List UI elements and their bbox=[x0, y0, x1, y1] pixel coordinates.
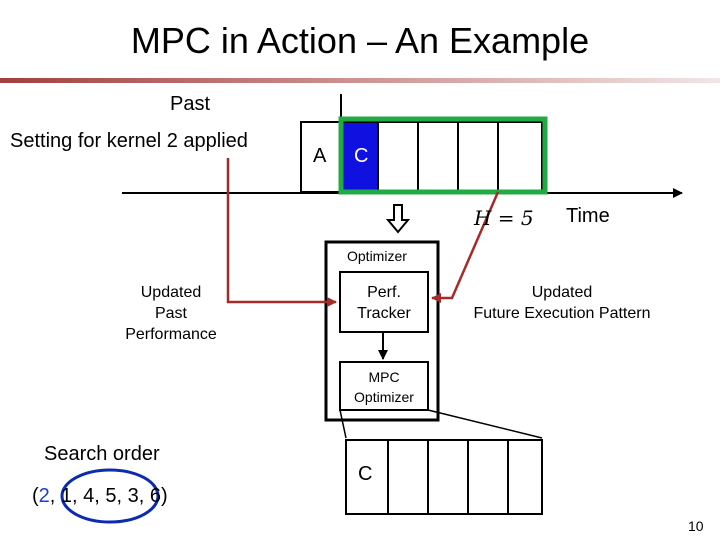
seq-sep: , bbox=[94, 485, 106, 507]
updated-future-label: Updated Future Execution Pattern bbox=[473, 284, 651, 322]
kernel-a-block bbox=[300, 121, 342, 193]
seq-item: 4 bbox=[83, 485, 95, 507]
seq-item: 6 bbox=[149, 485, 162, 507]
mpc-optimizer-label: MPC Optimizer bbox=[354, 369, 414, 405]
future-block bbox=[417, 121, 459, 193]
zoom-line-right bbox=[427, 409, 543, 439]
future-blocks bbox=[377, 121, 543, 193]
seq-item: 1 bbox=[60, 485, 73, 507]
seq-sep: , bbox=[116, 485, 128, 507]
updated-past-label: Updated Past Performance bbox=[125, 284, 217, 343]
mpc-optimizer-box bbox=[339, 361, 429, 411]
bottom-block bbox=[507, 439, 543, 515]
title-underline bbox=[0, 78, 720, 83]
page-number: 10 bbox=[688, 518, 704, 534]
seq-item: 2 bbox=[38, 485, 50, 507]
horizon-label: H = 5 bbox=[474, 206, 534, 230]
future-block bbox=[377, 121, 419, 193]
horizon-highlight bbox=[338, 116, 548, 195]
bottom-block bbox=[387, 439, 429, 515]
perf-tracker-box bbox=[339, 271, 429, 333]
zoom-line-left bbox=[339, 409, 347, 439]
bottom-block bbox=[467, 439, 509, 515]
future-block bbox=[457, 121, 499, 193]
hollow-down-arrow bbox=[385, 204, 411, 234]
future-block bbox=[497, 121, 543, 193]
seq-sep: , bbox=[138, 485, 150, 507]
kernel-c-label: C bbox=[354, 145, 369, 167]
past-label: Past bbox=[170, 93, 211, 115]
seq-item: 3 bbox=[127, 485, 139, 507]
slide-title: MPC in Action – An Example bbox=[130, 20, 590, 61]
seq-sep: , bbox=[72, 485, 84, 507]
search-order-sequence: (2, 1, 4, 5, 3, 6) bbox=[32, 485, 168, 508]
seq-sep: , bbox=[49, 485, 61, 507]
bottom-blocks bbox=[345, 439, 543, 515]
bottom-block bbox=[427, 439, 469, 515]
past-to-tracker-arrow bbox=[226, 158, 337, 307]
seq-open-paren: ( bbox=[32, 485, 39, 507]
kernel-a-label: A bbox=[313, 145, 327, 167]
setting-label: Setting for kernel 2 applied bbox=[10, 130, 248, 152]
optimizer-label: Optimizer bbox=[347, 248, 407, 264]
perf-tracker-label: Perf. Tracker bbox=[357, 284, 411, 322]
search-order-label: Search order bbox=[44, 443, 160, 465]
seq-item: 5 bbox=[105, 485, 117, 507]
selection-circle bbox=[60, 468, 160, 524]
time-label: Time bbox=[566, 205, 610, 227]
future-to-tracker-arrow bbox=[431, 191, 500, 303]
seq-close-paren: ) bbox=[161, 485, 168, 507]
bottom-kernel-c-label: C bbox=[358, 463, 373, 485]
